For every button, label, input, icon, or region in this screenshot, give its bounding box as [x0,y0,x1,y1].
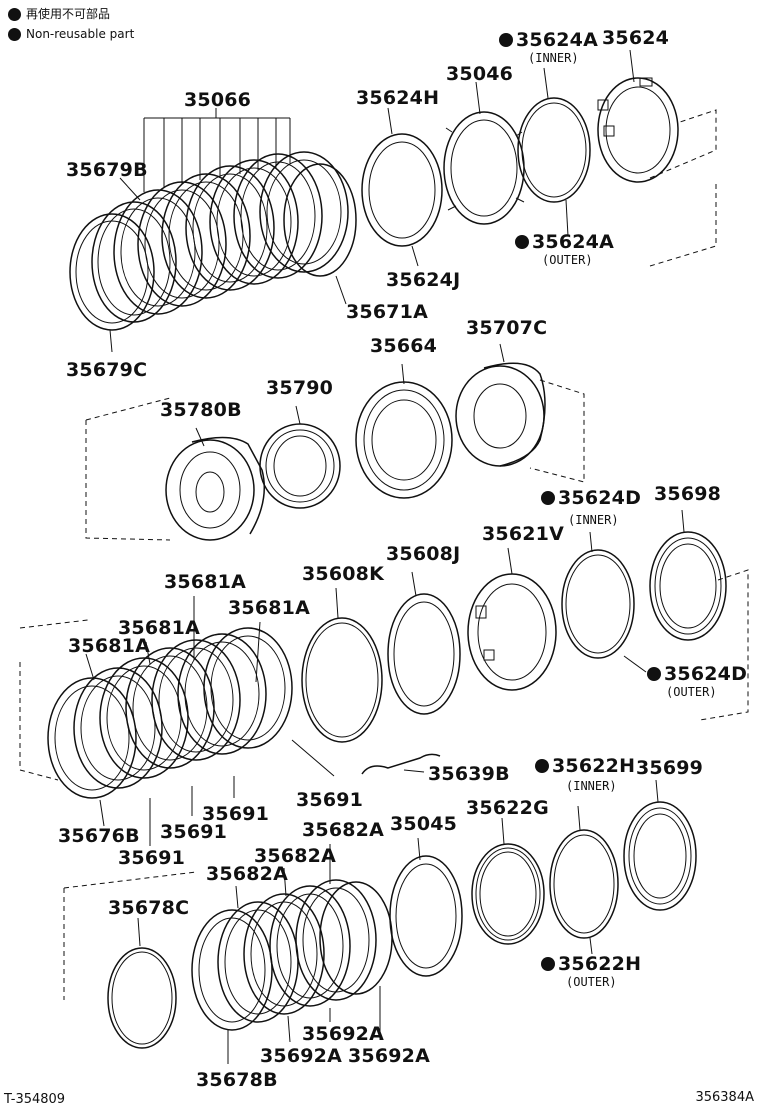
snap-ring-35678C [107,947,177,1049]
legend-row-jp: 再使用不可部品 [8,4,134,24]
label-35691-3: 35691 [202,803,269,825]
label-35678B: 35678B [196,1069,278,1091]
snap-ring-35624H [361,133,443,247]
label-35681A-3: 35681A [118,617,200,639]
gear-35664 [355,381,453,499]
retainer-35608J [387,593,461,715]
label-35045: 35045 [390,813,457,835]
seal-35698 [649,531,727,641]
legend-row-en: Non-reusable part [8,24,134,44]
seal-35699 [623,801,697,911]
label-35046: 35046 [446,63,513,85]
label-35664: 35664 [370,335,437,357]
label-35639B: 35639B [428,763,510,785]
non-reusable-marker-icon [541,491,555,505]
snap-ring-35608K [301,617,383,743]
footer-left-code: T-354809 [4,1092,66,1107]
label-35692A-3: 35692A [348,1045,430,1067]
label-35678C: 35678C [108,897,189,919]
spring-35639B [361,753,441,775]
ring-35624D [561,549,635,659]
ring-35622H [549,829,619,939]
label-35679B: 35679B [66,159,148,181]
legend-jp-text: 再使用不可部品 [26,7,111,21]
label-35691-4: 35691 [296,789,363,811]
label-35622H-inner-sub: (INNER) [566,779,617,793]
non-reusable-marker-icon [541,957,555,971]
label-35698: 35698 [654,483,721,505]
label-35671A: 35671A [346,301,428,323]
label-35624D-inner: 35624D [558,487,641,509]
label-35624A-inner-sub: (INNER) [528,51,579,65]
label-35066: 35066 [184,89,251,111]
label-35681A-2: 35681A [228,597,310,619]
footer-right-code: 356384A [695,1090,754,1105]
label-35624D-outer-sub: (OUTER) [666,685,717,699]
clutch-pack-35066 [69,151,357,331]
piston-35624 [597,77,679,183]
label-35692A-2: 35692A [260,1045,342,1067]
label-35682A-3: 35682A [206,863,288,885]
non-reusable-marker-icon [647,667,661,681]
piston-35622G [471,843,545,945]
label-35624A-outer-sub: (OUTER) [542,253,593,267]
label-35622H-inner: 35622H [552,755,635,777]
label-35622H-outer-sub: (OUTER) [566,975,617,989]
label-35790: 35790 [266,377,333,399]
label-35699: 35699 [636,757,703,779]
label-35621V: 35621V [482,523,564,545]
bullet-icon [8,27,21,41]
bullet-icon [8,7,21,21]
label-35682A-2: 35682A [254,845,336,867]
hub-35790 [259,423,341,509]
clutch-pack-35682A [191,879,393,1031]
label-35691-1: 35691 [118,847,185,869]
label-35624: 35624 [602,27,669,49]
legend: 再使用不可部品 Non-reusable part [8,4,134,44]
label-35780B: 35780B [160,399,242,421]
retainer-35046 [443,111,525,225]
non-reusable-marker-icon [499,33,513,47]
non-reusable-marker-icon [535,759,549,773]
non-reusable-marker-icon [515,235,529,249]
label-35681A-4: 35681A [68,635,150,657]
label-35679C: 35679C [66,359,147,381]
label-35624A-inner: 35624A [516,29,598,51]
housing-35707C [455,362,546,467]
label-35622H-outer: 35622H [558,953,641,975]
label-35624D-outer: 35624D [664,663,747,685]
piston-35621V [467,573,557,691]
label-35692A-1: 35692A [302,1023,384,1045]
label-35624A-outer: 35624A [532,231,614,253]
label-35622G: 35622G [466,797,549,819]
drum-35780B [165,436,265,541]
label-35707C: 35707C [466,317,547,339]
ring-35624A [517,97,591,203]
retainer-35045 [389,855,463,977]
label-35676B: 35676B [58,825,140,847]
label-35691-2: 35691 [160,821,227,843]
label-35682A-1: 35682A [302,819,384,841]
legend-en-text: Non-reusable part [26,27,135,41]
label-35608J: 35608J [386,543,460,565]
clutch-pack-35681A [47,627,293,799]
label-35608K: 35608K [302,563,385,585]
label-35681A-1: 35681A [164,571,246,593]
label-35624D-inner-sub: (INNER) [568,513,619,527]
label-35624J: 35624J [386,269,460,291]
label-35624H: 35624H [356,87,439,109]
